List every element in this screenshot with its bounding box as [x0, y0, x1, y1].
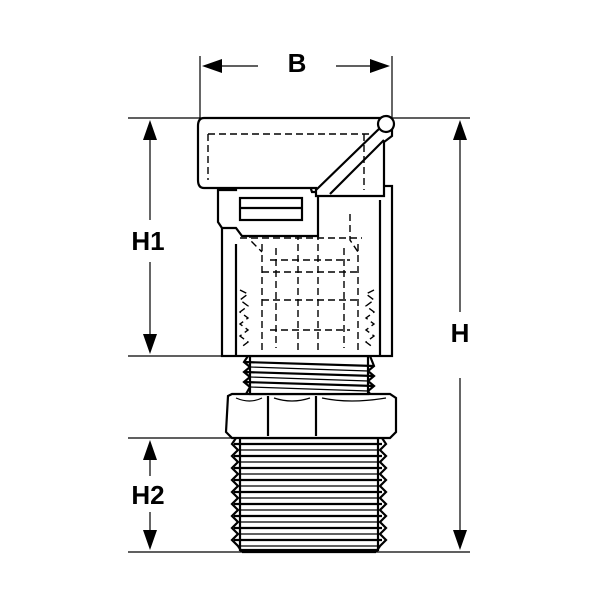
dimension-h: H — [451, 120, 470, 550]
intermediate-thread-roots — [249, 366, 369, 392]
dimension-h2-arrow-down — [143, 530, 157, 550]
hinged-cap-diagonal-outer — [315, 125, 383, 191]
hinge-pin — [376, 114, 396, 134]
dimension-h-label: H — [451, 318, 470, 348]
dimension-h2-arrow-up — [143, 440, 157, 460]
hinged-cap — [196, 114, 396, 198]
intermediate-thread-left — [242, 355, 252, 395]
main-body-internal-thread-right — [364, 289, 376, 349]
hex-nut-chamfer — [235, 397, 387, 402]
dimension-h-arrow-up — [453, 120, 467, 140]
male-thread-crests — [234, 442, 382, 542]
dimension-h2: H2 — [131, 440, 165, 550]
dimension-h1: H1 — [131, 120, 165, 354]
main-body-internal-thread-left — [238, 289, 250, 349]
male-thread-roots — [240, 449, 378, 547]
dimension-b-arrow-right — [370, 59, 390, 73]
dimension-b: B — [202, 48, 390, 78]
hinged-cap-diagonal-inner — [329, 139, 385, 195]
male-thread-outline-right — [375, 437, 388, 553]
intermediate-thread-right — [366, 355, 376, 395]
hinged-cap-shell — [196, 116, 394, 198]
intermediate-thread-crests — [243, 360, 375, 388]
dimension-h1-arrow-down — [143, 334, 157, 354]
hinged-cap-hidden-lines — [207, 133, 374, 190]
dimension-b-arrow-left — [202, 59, 222, 73]
dimension-b-label: B — [288, 48, 307, 78]
dimension-h-arrow-down — [453, 530, 467, 550]
dimension-h1-arrow-up — [143, 120, 157, 140]
male-thread-outline-left — [230, 437, 243, 553]
hex-nut — [224, 392, 398, 440]
dimension-h2-label: H2 — [131, 480, 164, 510]
male-thread — [230, 436, 388, 554]
latch — [216, 184, 320, 238]
dimension-h1-label: H1 — [131, 226, 164, 256]
intermediate-thread — [242, 354, 376, 396]
male-thread-core — [238, 436, 380, 552]
